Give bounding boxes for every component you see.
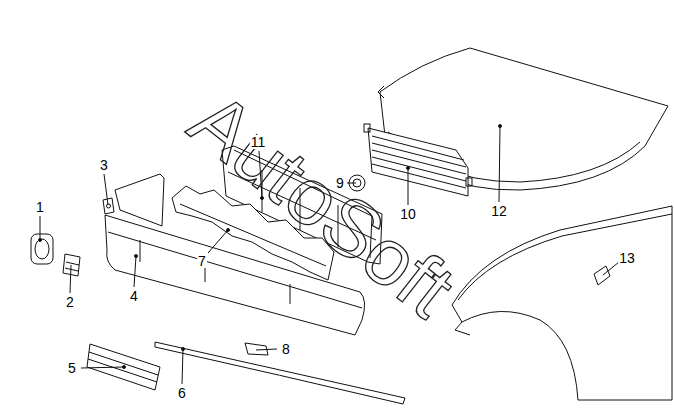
callout-number: 1 <box>35 200 45 214</box>
callout-number: 5 <box>67 361 77 375</box>
leader-line <box>40 216 41 240</box>
callout-number: 9 <box>335 176 345 190</box>
radiator-grille <box>368 128 468 196</box>
bracket-hole <box>107 204 111 208</box>
leader-line <box>603 262 619 275</box>
side-marker <box>594 266 610 285</box>
leader-line <box>70 265 71 293</box>
fog-lamp-lens <box>35 239 49 259</box>
leader-dot <box>182 348 185 351</box>
leader-line <box>182 349 183 384</box>
bumper-strip <box>155 342 405 398</box>
callout-number: 13 <box>618 251 636 265</box>
lower-grille-slat <box>88 359 157 382</box>
leader-line <box>81 367 124 368</box>
bracket <box>103 198 114 214</box>
callout-number: 7 <box>197 254 207 268</box>
bumper-strip <box>155 342 405 404</box>
fender-edge <box>458 214 672 300</box>
callout-number: 11 <box>250 135 267 149</box>
trim-cap <box>245 343 268 355</box>
hood-edge <box>378 86 384 98</box>
leader-line <box>208 230 228 253</box>
leader-line <box>256 349 277 350</box>
leader-line <box>499 126 500 202</box>
grille-slat <box>372 164 466 188</box>
grille-slat <box>372 143 466 167</box>
bumper-line <box>140 240 141 262</box>
bumper-side <box>115 174 164 226</box>
callout-number: 4 <box>129 289 139 303</box>
callout-number: 3 <box>99 158 109 172</box>
fender <box>452 206 672 400</box>
callout-number: 2 <box>65 295 75 309</box>
grille-clip <box>466 178 472 186</box>
lower-grille-slat <box>89 352 158 375</box>
grille-slat <box>372 150 466 174</box>
leader-dot <box>227 229 230 232</box>
leader-line <box>104 174 108 205</box>
callout-number: 8 <box>281 342 291 356</box>
lower-grille <box>87 344 160 390</box>
grille-slat <box>372 136 464 160</box>
callout-number: 10 <box>399 207 417 221</box>
leader-dot <box>39 239 42 242</box>
leader-line <box>408 168 409 205</box>
leader-line <box>134 256 136 287</box>
leader-dot <box>123 366 126 369</box>
lamp-bracket-line <box>66 262 79 265</box>
bumper-line <box>290 284 291 304</box>
callout-number: 12 <box>490 204 508 218</box>
fog-lamp <box>31 234 53 264</box>
leader-dot <box>407 167 410 170</box>
lamp-bracket-line <box>65 268 78 271</box>
callout-number: 6 <box>177 386 187 400</box>
lamp-bracket <box>63 254 80 276</box>
watermark: AutoSoft <box>176 79 467 331</box>
leader-dot <box>499 125 502 128</box>
leader-dot <box>135 255 138 258</box>
fender-edge <box>455 322 470 335</box>
grille-clip <box>364 124 370 132</box>
grille-slat <box>372 157 466 181</box>
